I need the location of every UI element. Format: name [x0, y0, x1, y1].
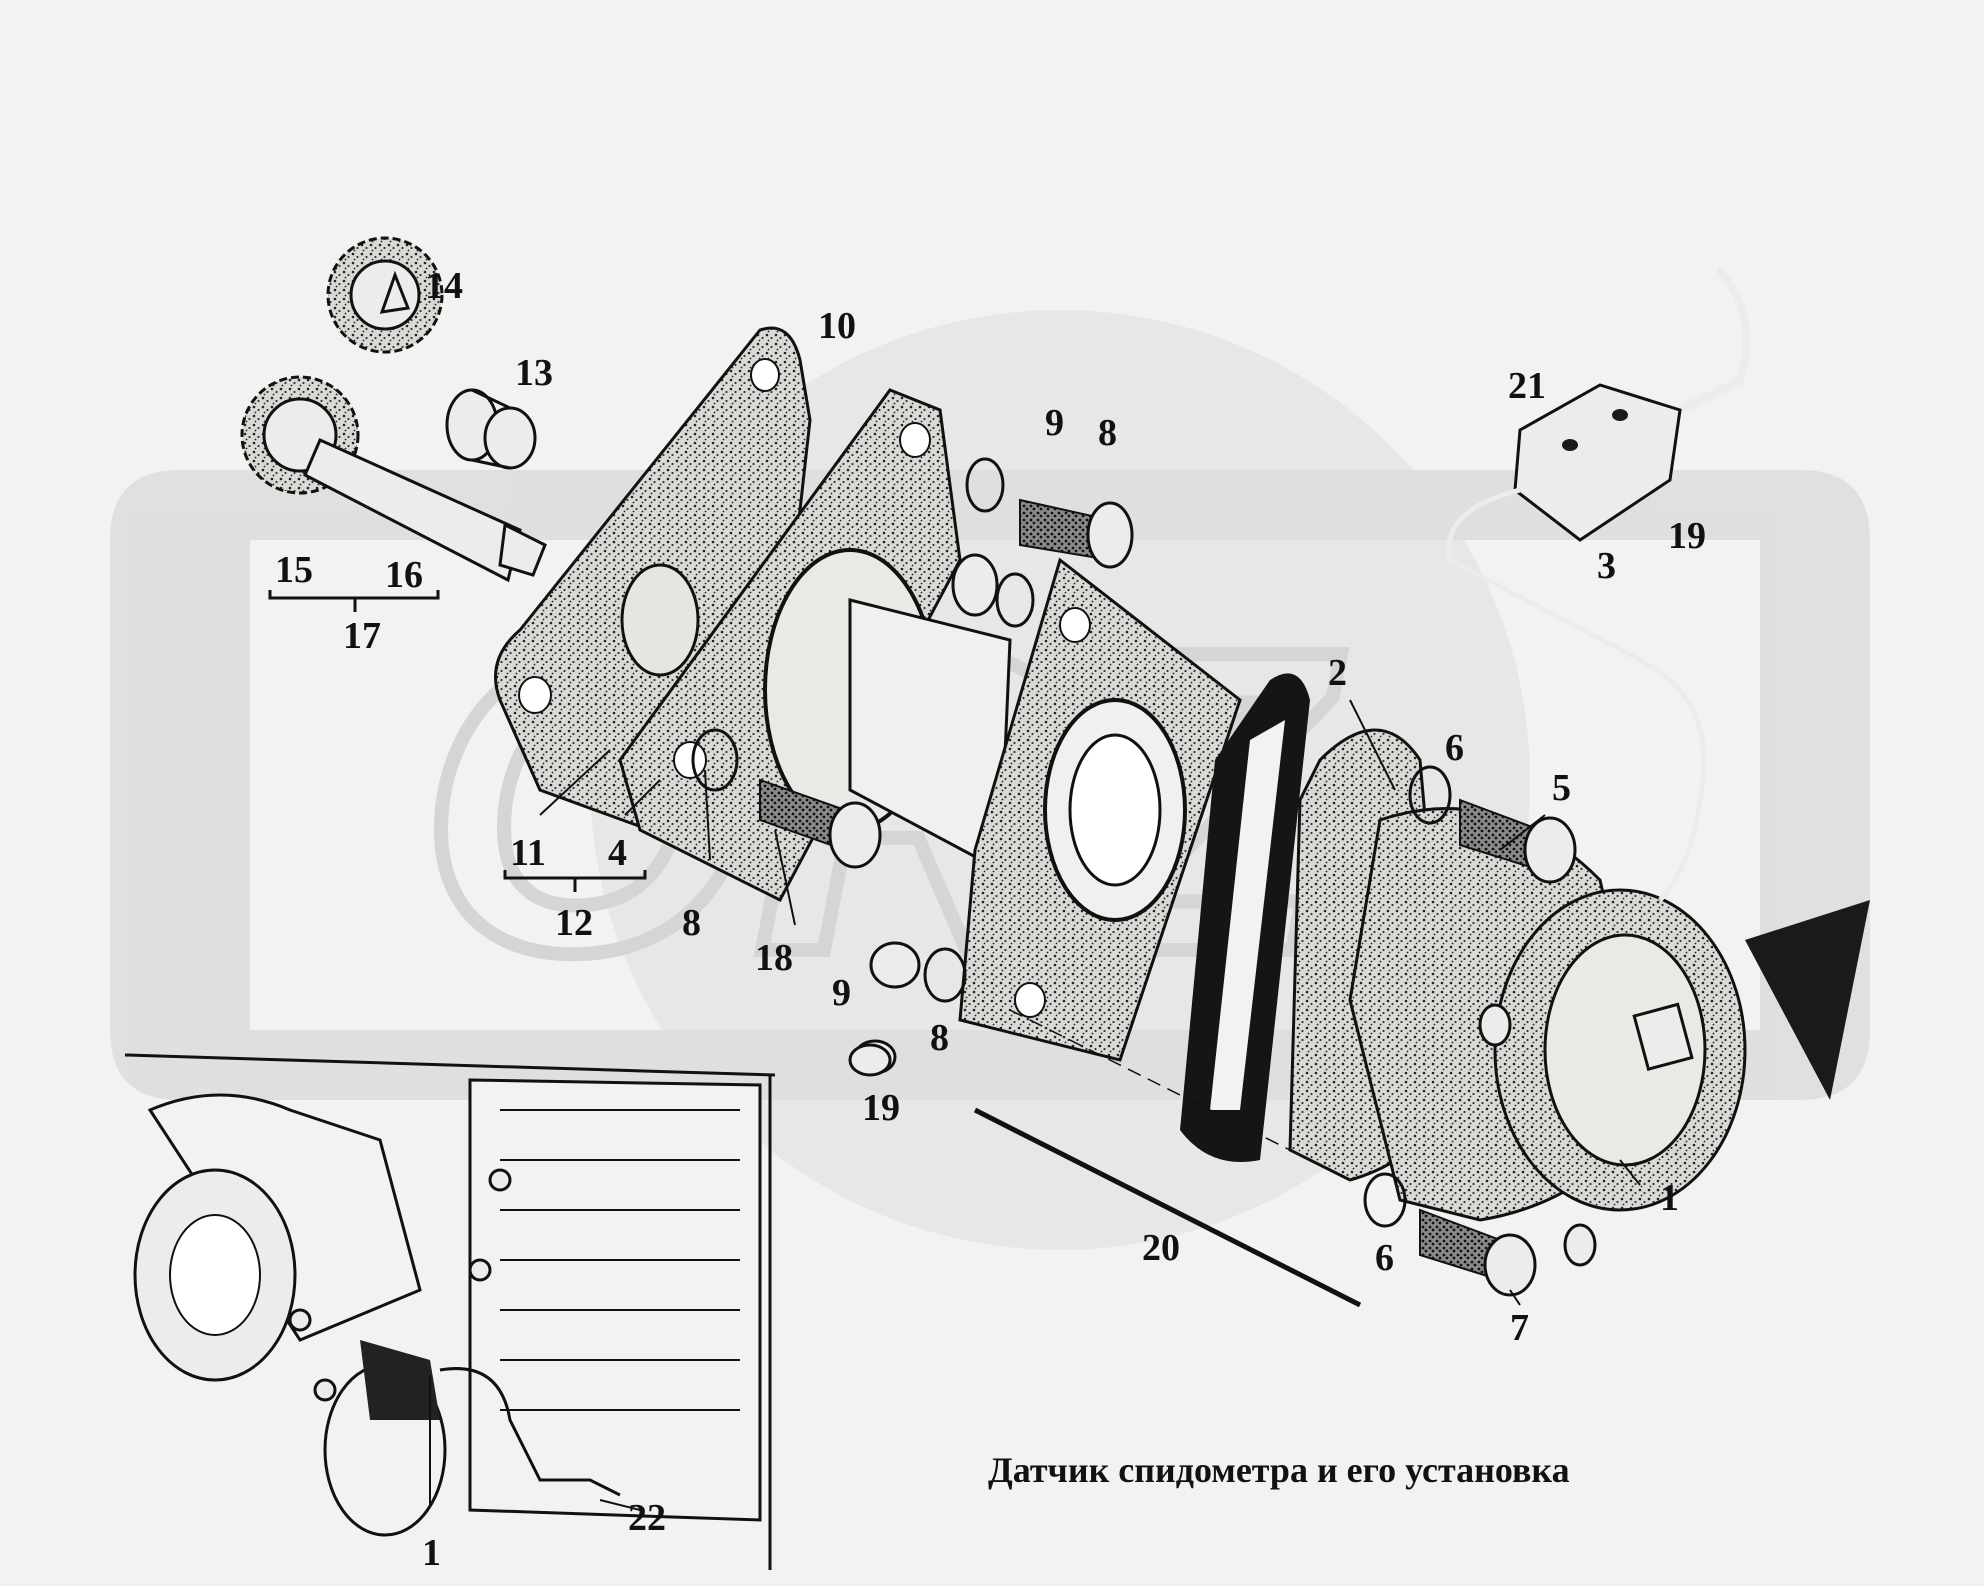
label-20: 20 [1142, 1227, 1180, 1269]
fasteners-lower [1363, 765, 1597, 1297]
cable-connector [1446, 267, 1751, 902]
label-10: 10 [818, 305, 856, 347]
axis-line [1009, 1009, 1291, 1151]
label-2: 2 [1328, 652, 1347, 694]
label-1: 1 [1660, 1177, 1679, 1219]
speedometer-sensor [1288, 728, 1870, 1222]
label-18: 18 [755, 937, 793, 979]
label-8a: 8 [1098, 412, 1117, 454]
label-14: 14 [425, 265, 463, 307]
label-21: 21 [1508, 365, 1546, 407]
label-11: 11 [510, 832, 546, 874]
gasket [1180, 673, 1310, 1162]
label-8c: 8 [930, 1017, 949, 1059]
label-4: 4 [608, 832, 627, 874]
adapter-flange [958, 557, 1242, 1062]
part-labels: 14 13 10 9 8 21 3 19 15 16 17 2 6 5 11 4… [275, 265, 1706, 1574]
label-16: 16 [385, 554, 423, 596]
label-6a: 6 [1445, 727, 1464, 769]
group-brackets [268, 590, 647, 892]
label-9a: 9 [1045, 402, 1064, 444]
rod [973, 1107, 1362, 1308]
inset-installation-view [124, 1053, 776, 1570]
label-22: 22 [628, 1497, 666, 1539]
gear-assembly [240, 236, 547, 583]
bushing [445, 388, 537, 470]
label-9b: 9 [832, 972, 851, 1014]
leader-lines [429, 699, 1641, 1511]
fasteners-upper [951, 457, 1134, 628]
label-15: 15 [275, 549, 313, 591]
label-19a: 19 [1668, 515, 1706, 557]
plug [848, 1043, 892, 1077]
label-3: 3 [1597, 545, 1616, 587]
label-19b: 19 [862, 1087, 900, 1129]
label-1b: 1 [422, 1532, 441, 1574]
label-17: 17 [343, 615, 381, 657]
label-12: 12 [555, 902, 593, 944]
label-13: 13 [515, 352, 553, 394]
label-6b: 6 [1375, 1237, 1394, 1279]
label-5: 5 [1552, 767, 1571, 809]
diagram-caption: Датчик спидометра и его установка [988, 1450, 1570, 1490]
label-7: 7 [1510, 1307, 1529, 1349]
label-8b: 8 [682, 902, 701, 944]
